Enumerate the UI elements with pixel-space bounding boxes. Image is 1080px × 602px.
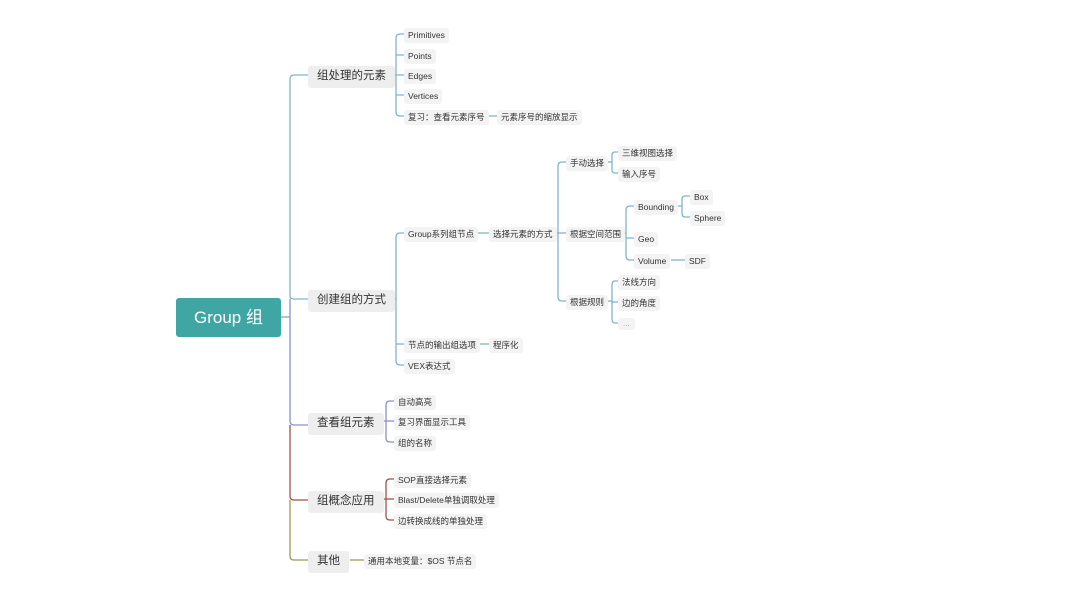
leaf-auto-highlight[interactable]: 自动高亮 [394,395,437,410]
leaf-edges[interactable]: Edges [404,69,437,84]
leaf-edge-to-line[interactable]: 边转换成线的单独处理 [394,514,488,529]
leaf-sdf[interactable]: SDF [685,254,710,269]
leaf-review-index[interactable]: 复习：查看元素序号 [404,110,489,125]
leaf-display-tools[interactable]: 复习界面显示工具 [394,415,471,430]
leaf-edge-angle[interactable]: 边的角度 [618,296,661,311]
leaf-index-zoom-display[interactable]: 元素序号的缩放显示 [497,110,582,125]
leaf-vertices[interactable]: Vertices [404,89,443,104]
leaf-blast-delete[interactable]: Blast/Delete单独调取处理 [394,493,499,508]
leaf-normal-direction[interactable]: 法线方向 [618,275,661,290]
leaf-local-variable-os[interactable]: 通用本地变量：$OS 节点名 [364,554,477,569]
leaf-bounding[interactable]: Bounding [634,200,678,215]
leaf-output-group-option[interactable]: 节点的输出组选项 [404,338,481,353]
leaf-group-nodes[interactable]: Group系列组节点 [404,227,479,242]
leaf-points[interactable]: Points [404,49,436,64]
leaf-geo[interactable]: Geo [634,232,659,247]
leaf-volume[interactable]: Volume [634,254,671,269]
leaf-procedural[interactable]: 程序化 [489,338,523,353]
branch-other[interactable]: 其他 [308,551,349,573]
leaf-input-index[interactable]: 输入序号 [618,167,661,182]
leaf-sphere[interactable]: Sphere [690,211,726,226]
branch-elements[interactable]: 组处理的元素 [308,66,395,88]
leaf-select-method[interactable]: 选择元素的方式 [489,227,557,242]
leaf-space-range[interactable]: 根据空间范围 [566,227,626,242]
branch-create[interactable]: 创建组的方式 [308,290,395,312]
leaf-box[interactable]: Box [690,190,713,205]
leaf-more-rules[interactable]: ... [618,318,635,330]
branch-view[interactable]: 查看组元素 [308,413,384,435]
leaf-primitives[interactable]: Primitives [404,28,449,43]
leaf-group-name[interactable]: 组的名称 [394,436,437,451]
leaf-sop-direct-select[interactable]: SOP直接选择元素 [394,473,471,488]
leaf-by-rule[interactable]: 根据规则 [566,295,609,310]
branch-concept[interactable]: 组概念应用 [308,491,384,513]
root-node[interactable]: Group 组 [176,298,281,337]
leaf-manual-select[interactable]: 手动选择 [566,156,609,171]
leaf-3d-view-select[interactable]: 三维视图选择 [618,146,678,161]
leaf-vex-expression[interactable]: VEX表达式 [404,359,455,374]
